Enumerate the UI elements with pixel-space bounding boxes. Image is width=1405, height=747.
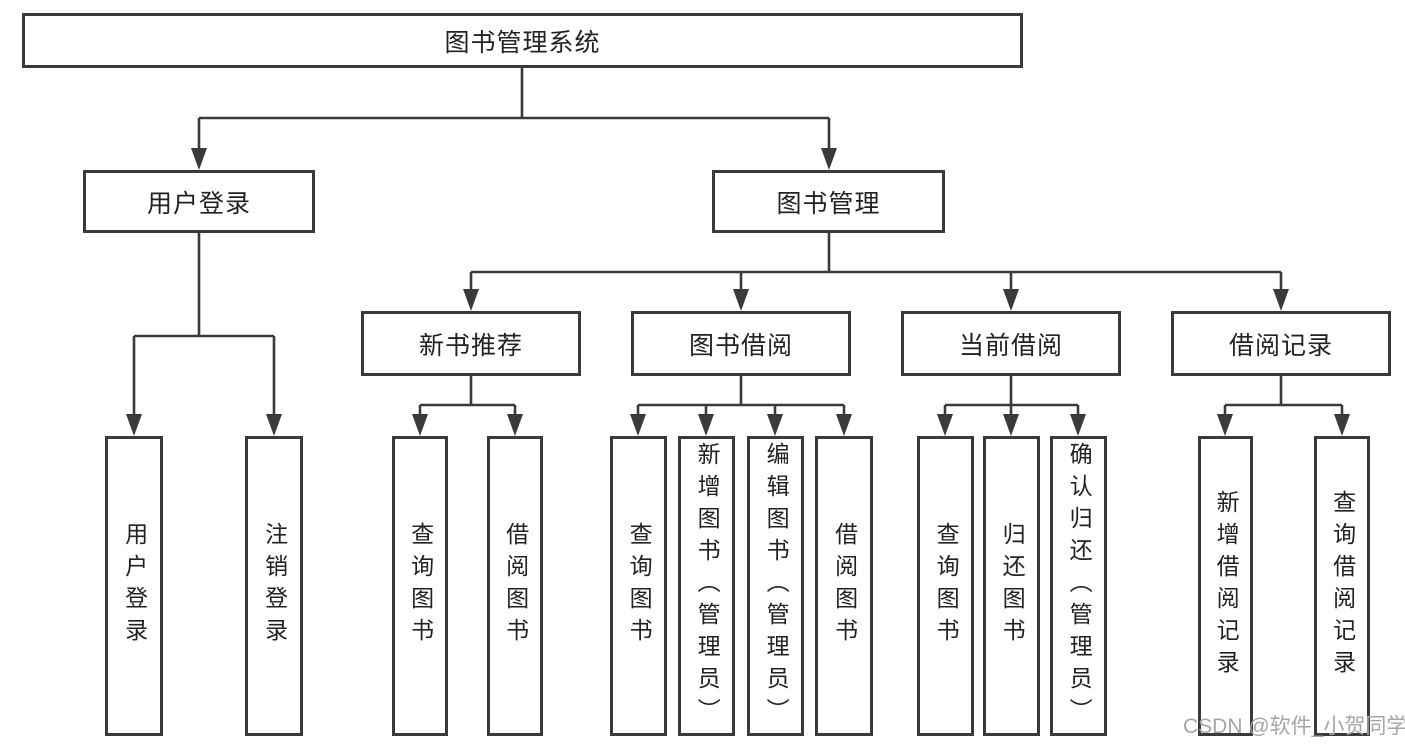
leaf-current-return-book-label: 归还图书	[999, 522, 1026, 650]
node-root: 图书管理系统	[22, 13, 1023, 68]
leaf-record-add-record-label: 新增借阅记录	[1213, 490, 1240, 682]
leaf-user-login-label: 用户登录	[121, 522, 148, 650]
leaf-recommend-query-book: 查询图书	[392, 436, 448, 736]
leaf-record-query-record: 查询借阅记录	[1314, 436, 1370, 736]
leaf-borrow-query-book: 查询图书	[610, 436, 667, 736]
leaf-recommend-query-book-label: 查询图书	[407, 522, 434, 650]
node-new-book-recommend: 新书推荐	[361, 311, 581, 376]
leaf-logout: 注销登录	[245, 436, 303, 736]
leaf-borrow-query-book-label: 查询图书	[626, 522, 653, 650]
leaf-borrow-add-book-admin-label: 新增图书（管理员）	[694, 442, 721, 730]
node-borrow-record: 借阅记录	[1171, 311, 1391, 376]
leaf-borrow-add-book-admin: 新增图书（管理员）	[678, 436, 735, 736]
node-root-label: 图书管理系统	[444, 28, 601, 57]
leaf-current-query-book-label: 查询图书	[933, 522, 960, 650]
leaf-borrow-borrow-book-label: 借阅图书	[831, 522, 858, 650]
node-book-borrow: 图书借阅	[631, 311, 851, 376]
node-book-management: 图书管理	[712, 170, 945, 233]
leaf-logout-label: 注销登录	[261, 522, 288, 650]
leaf-borrow-edit-book-admin-label: 编辑图书（管理员）	[763, 442, 790, 730]
node-user-login-label: 用户登录	[146, 189, 251, 218]
leaf-recommend-borrow-book-label: 借阅图书	[502, 522, 529, 650]
leaf-current-confirm-return-admin: 确认归还（管理员）	[1050, 436, 1107, 736]
arrowheads	[126, 148, 1350, 436]
leaf-current-return-book: 归还图书	[983, 436, 1040, 736]
node-borrow-record-label: 借阅记录	[1228, 331, 1333, 360]
node-current-borrow: 当前借阅	[901, 311, 1121, 376]
node-book-borrow-label: 图书借阅	[688, 331, 793, 360]
leaf-borrow-edit-book-admin: 编辑图书（管理员）	[747, 436, 804, 736]
leaf-current-query-book: 查询图书	[917, 436, 974, 736]
node-user-login: 用户登录	[83, 170, 315, 233]
leaf-record-add-record: 新增借阅记录	[1198, 436, 1253, 736]
leaf-record-query-record-label: 查询借阅记录	[1329, 490, 1356, 682]
node-current-borrow-label: 当前借阅	[958, 331, 1063, 360]
leaf-recommend-borrow-book: 借阅图书	[487, 436, 543, 736]
leaf-user-login: 用户登录	[105, 436, 163, 736]
leaf-borrow-borrow-book: 借阅图书	[815, 436, 873, 736]
node-book-management-label: 图书管理	[776, 189, 881, 218]
watermark: CSDN @软件_小贺同学	[1183, 715, 1405, 738]
leaf-current-confirm-return-admin-label: 确认归还（管理员）	[1066, 442, 1093, 730]
node-new-book-recommend-label: 新书推荐	[418, 331, 523, 360]
